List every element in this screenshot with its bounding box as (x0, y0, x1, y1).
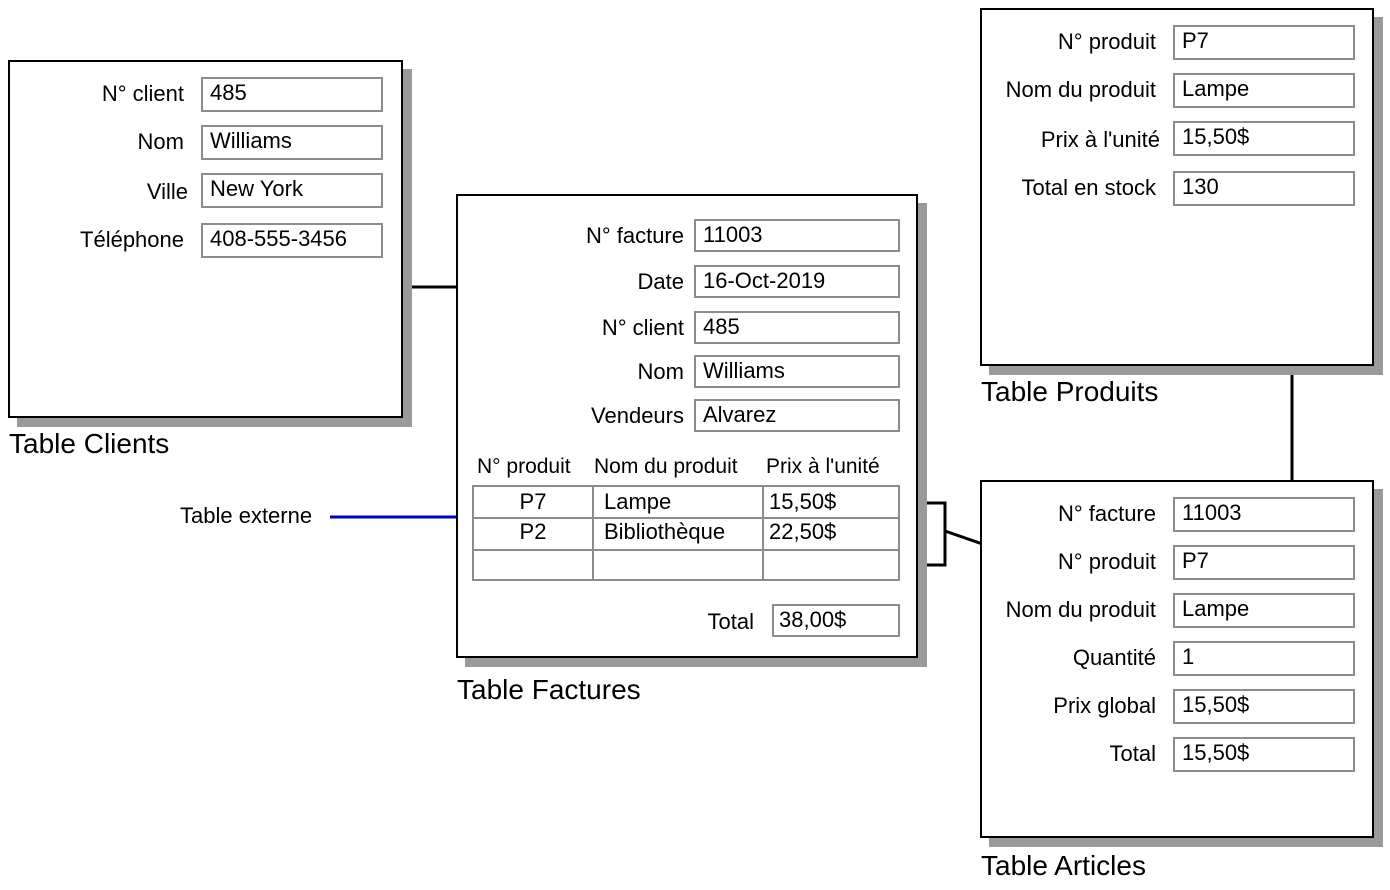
produits-label-product-no: N° produit (1057, 29, 1156, 54)
clients-field-name[interactable]: Williams (201, 125, 383, 160)
articles-label-quantity: Quantité (1072, 645, 1156, 670)
articles-label-product-name: Nom du produit (1005, 597, 1156, 622)
articles-field-total[interactable]: 15,50$ (1173, 737, 1355, 772)
factures-label-sellers: Vendeurs (591, 403, 684, 428)
produits-label-stock: Total en stock (1021, 175, 1156, 200)
clients-caption: Table Clients (9, 428, 170, 459)
grid-cell-r1-product-name[interactable]: Lampe (604, 489, 672, 514)
grid-header-unit-price: Prix à l'unité (766, 455, 880, 478)
grid-cell-r1-unit-price[interactable]: 15,50$ (769, 489, 837, 514)
external-table-label: Table externe (180, 503, 313, 528)
articles-caption: Table Articles (981, 850, 1146, 881)
factures-label-client-no: N° client (601, 315, 684, 340)
produits-field-stock[interactable]: 130 (1173, 171, 1355, 206)
produits-field-product-name[interactable]: Lampe (1173, 73, 1355, 108)
articles-field-global-price[interactable]: 15,50$ (1173, 689, 1355, 724)
clients-field-phone[interactable]: 408-555-3456 (201, 223, 383, 258)
clients-label-client-no: N° client (101, 81, 184, 106)
grid-cell-r1-product-no[interactable]: P7 (519, 489, 547, 514)
grid-cell-r2-product-name[interactable]: Bibliothèque (604, 519, 726, 544)
produits-caption: Table Produits (981, 376, 1159, 407)
articles-field-quantity[interactable]: 1 (1173, 641, 1355, 676)
clients-field-city[interactable]: New York (201, 173, 383, 208)
grid-header-product-name: Nom du produit (594, 455, 738, 478)
factures-field-client-no[interactable]: 485 (694, 311, 900, 344)
grid-cell-r2-unit-price[interactable]: 22,50$ (769, 519, 837, 544)
factures-field-date[interactable]: 16-Oct-2019 (694, 265, 900, 298)
factures-field-invoice-no[interactable]: 11003 (694, 219, 900, 252)
produits-field-product-no[interactable]: P7 (1173, 25, 1355, 60)
factures-field-sellers[interactable]: Alvarez (694, 399, 900, 432)
invoice-lines-grid (472, 485, 900, 581)
articles-field-product-no[interactable]: P7 (1173, 545, 1355, 580)
factures-label-total: Total (707, 609, 754, 634)
clients-label-name: Nom (137, 129, 184, 154)
clients-label-city: Ville (146, 179, 188, 204)
factures-label-date: Date (637, 269, 684, 294)
articles-label-invoice-no: N° facture (1057, 501, 1156, 526)
articles-label-total: Total (1109, 741, 1156, 766)
articles-label-product-no: N° produit (1057, 549, 1156, 574)
factures-label-name: Nom (637, 359, 684, 384)
produits-field-unit-price[interactable]: 15,50$ (1173, 121, 1355, 156)
factures-field-total[interactable]: 38,00$ (772, 604, 900, 637)
produits-label-product-name: Nom du produit (1005, 77, 1156, 102)
grid-row-divider (474, 549, 898, 551)
factures-caption: Table Factures (457, 674, 641, 705)
factures-label-invoice-no: N° facture (585, 223, 684, 248)
grid-header-product-no: N° produit (477, 455, 571, 478)
grid-cell-r2-product-no[interactable]: P2 (519, 519, 547, 544)
articles-field-product-name[interactable]: Lampe (1173, 593, 1355, 628)
clients-label-phone: Téléphone (80, 227, 184, 252)
clients-field-client-no[interactable]: 485 (201, 77, 383, 112)
articles-label-global-price: Prix global (1053, 693, 1156, 718)
grid-col-divider (592, 487, 594, 579)
produits-label-unit-price: Prix à l'unité (1040, 127, 1160, 152)
grid-col-divider (762, 487, 764, 579)
factures-field-name[interactable]: Williams (694, 355, 900, 388)
articles-field-invoice-no[interactable]: 11003 (1173, 497, 1355, 532)
grid-row-divider (474, 517, 898, 519)
